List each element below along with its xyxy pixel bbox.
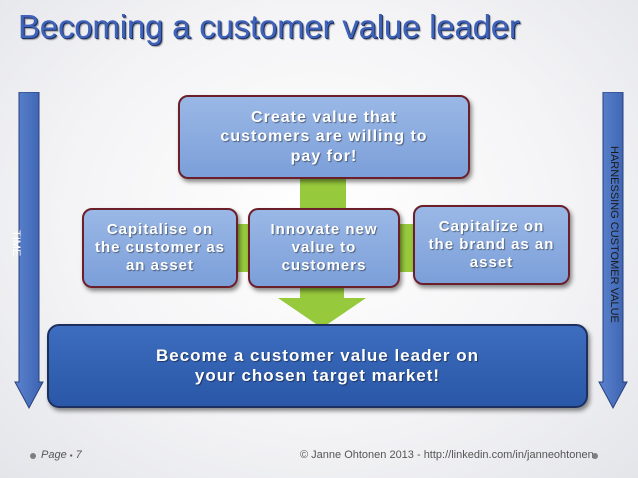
- footer-bullet-right: [592, 453, 598, 459]
- create-value-box: Create value that customers are willing …: [178, 95, 470, 179]
- page-label: Page: [41, 449, 67, 461]
- connector-top: [300, 178, 346, 210]
- page-title: Becoming a customer value leader: [18, 8, 520, 45]
- customer-value-leader-box: Become a customer value leader on your c…: [47, 324, 588, 408]
- time-arrow: [14, 92, 44, 410]
- page-indicator: Page ▪ 7: [41, 449, 82, 461]
- page-separator: ▪: [69, 451, 73, 460]
- down-arrow: [278, 286, 366, 328]
- page-number: 7: [75, 449, 82, 461]
- footer-bullet-left: [30, 453, 36, 459]
- capitalise-customer-box: Capitalise on the customer as an asset: [82, 208, 238, 288]
- harnessing-value-arrow: [598, 92, 628, 410]
- harnessing-value-label: HARNESSING CUSTOMER VALUE: [608, 146, 620, 323]
- capitalize-brand-box: Capitalize on the brand as an asset: [413, 205, 570, 285]
- time-label: TIME: [10, 230, 22, 257]
- copyright-text: © Janne Ohtonen 2013 - http://linkedin.c…: [300, 449, 594, 461]
- innovate-value-box: Innovate new value to customers: [248, 208, 400, 288]
- connector-right: [398, 224, 415, 272]
- connector-left: [236, 224, 250, 272]
